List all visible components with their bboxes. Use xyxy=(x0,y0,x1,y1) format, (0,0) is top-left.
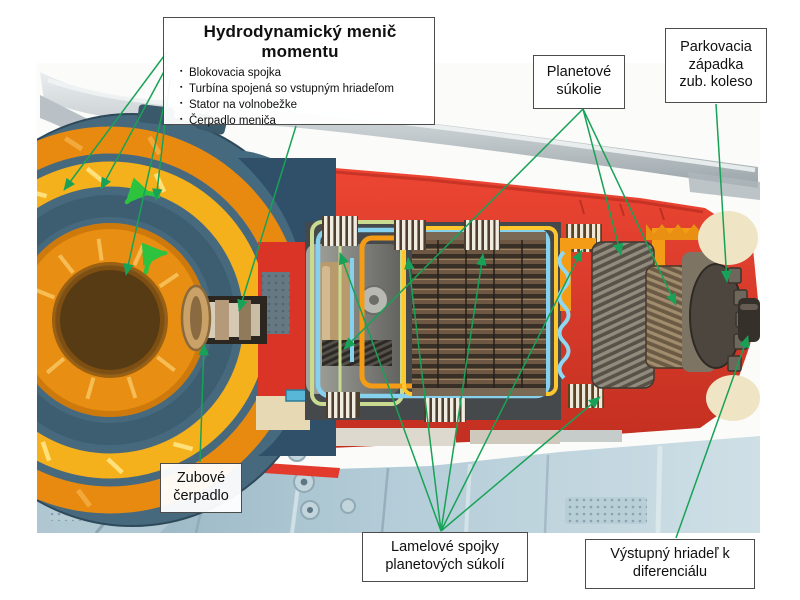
leader-clutch-2 xyxy=(404,257,442,532)
bullet-lockup-clutch: Blokovacia spojka xyxy=(180,66,426,82)
cyan-snap-ring xyxy=(557,250,571,380)
label-torque-converter-title: Hydrodynamický menič momentu xyxy=(203,22,397,61)
leader-output-shaft xyxy=(675,335,750,539)
leader-clutch-4 xyxy=(440,249,583,532)
torque-converter-bullet-list: Blokovacia spojka Turbína spojená so vst… xyxy=(174,66,426,129)
leader-gear-pump xyxy=(198,343,209,463)
leader-turbine xyxy=(100,65,168,190)
leader-lockup-clutch xyxy=(63,51,168,191)
leader-clutch-3 xyxy=(440,253,487,532)
planetary-section xyxy=(557,211,760,442)
leader-planetary-3 xyxy=(582,108,677,306)
leader-lines xyxy=(63,51,750,539)
label-torque-converter: Hydrodynamický menič momentu Blokovacia … xyxy=(163,17,435,127)
bullet-stator: Stator na volnobežke xyxy=(180,98,426,114)
label-output-shaft: Výstupný hriadeľ k diferenciálu xyxy=(585,539,755,589)
label-parking-pawl-gear: Parkovacia západka zub. koleso xyxy=(665,28,767,103)
leader-parking-gear xyxy=(715,103,732,283)
cream-case-pocket xyxy=(698,211,758,265)
valve-body-strip xyxy=(336,428,456,446)
clutch-packs xyxy=(322,216,604,422)
leader-clutch-1 xyxy=(338,252,442,532)
leader-clutch-5 xyxy=(440,396,601,532)
planetary-helical-gear xyxy=(591,241,655,389)
input-shaft xyxy=(180,284,267,352)
label-multiplate-clutches: Lamelové spojky planetových súkolí xyxy=(362,532,528,582)
leader-planetary-1 xyxy=(343,108,584,350)
leader-pump xyxy=(123,95,167,276)
front-planetary-gear-teeth xyxy=(322,340,392,366)
leader-planetary-2 xyxy=(582,108,624,256)
label-gear-pump: Zubové čerpadlo xyxy=(160,463,242,513)
bullet-turbine: Turbína spojená so vstupným hriadeľom xyxy=(180,82,426,98)
bullet-converter-pump: Čerpadlo meniča xyxy=(180,114,426,130)
label-planetary-gearsets: Planetové súkolie xyxy=(533,55,625,109)
center-friction-plates xyxy=(412,232,546,396)
leader-input-shaft xyxy=(237,125,297,312)
